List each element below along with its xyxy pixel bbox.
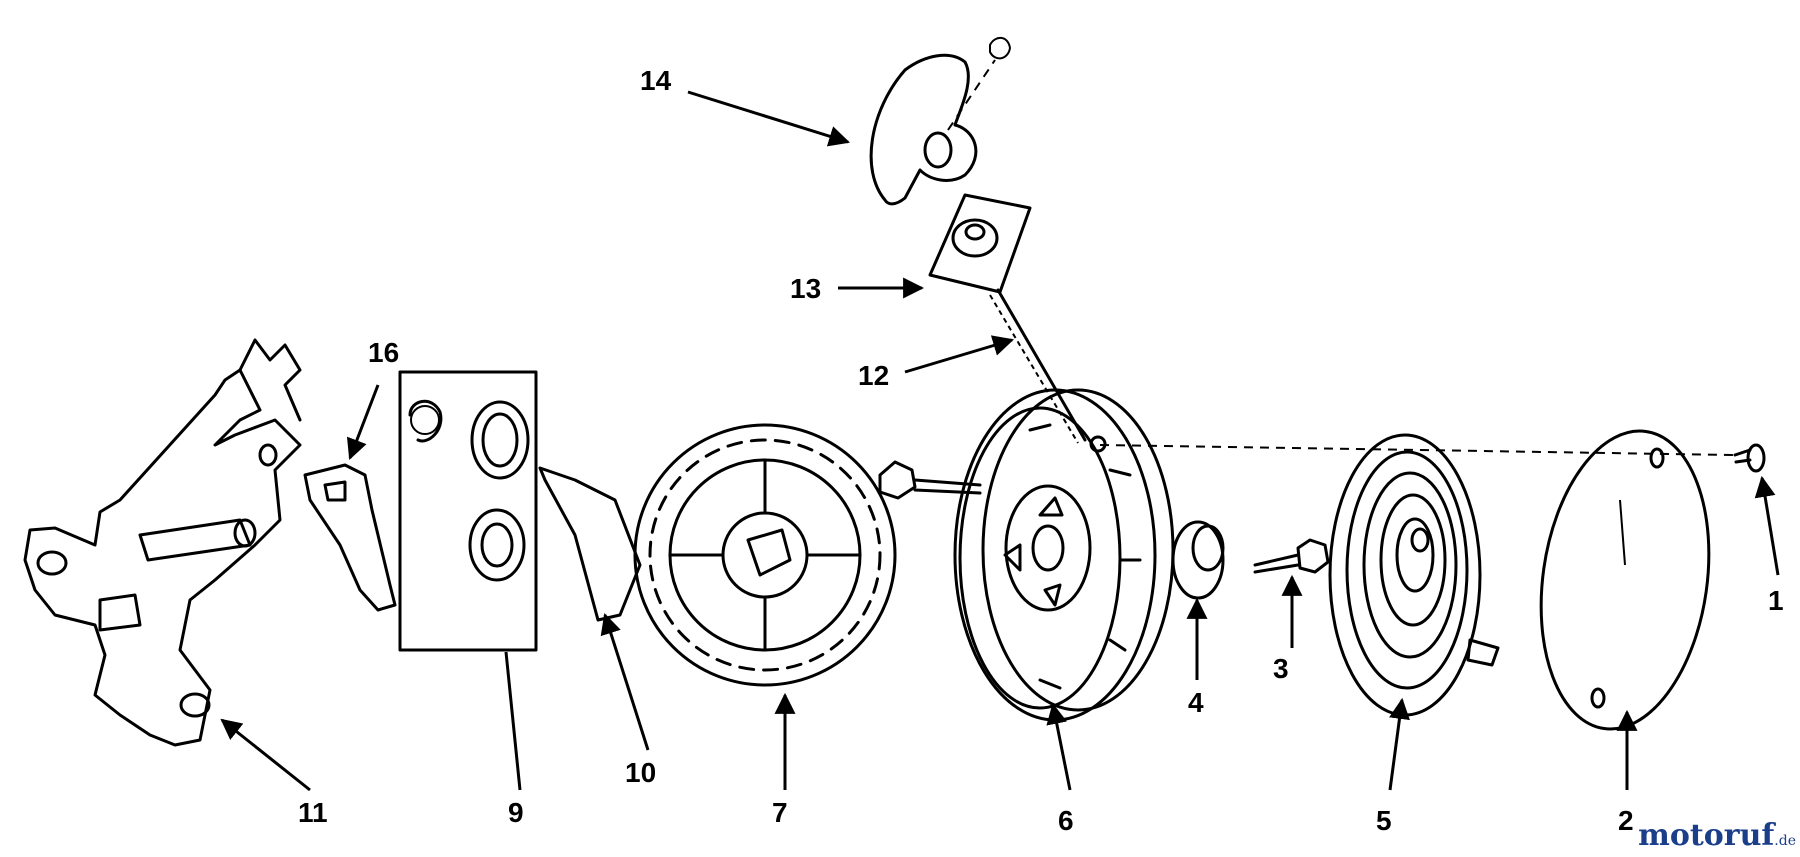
callout-11: 11 [298, 797, 328, 828]
leader-lines [220, 90, 1780, 792]
leader-9 [504, 651, 522, 791]
callout-5: 5 [1376, 805, 1392, 836]
part-5-recoil-spring [1328, 433, 1500, 717]
callout-10: 10 [625, 757, 656, 788]
callout-2: 2 [1618, 805, 1634, 836]
part-4-bushing [1171, 520, 1225, 600]
leader-5 [1388, 697, 1410, 791]
part-14-handle [869, 36, 1012, 206]
part-7-gear [633, 423, 897, 687]
leader-11 [220, 718, 311, 792]
leader-10 [600, 612, 650, 751]
callout-9: 9 [508, 797, 524, 828]
callout-16: 16 [368, 337, 399, 368]
watermark-logo: motoruf.de [1638, 818, 1796, 853]
callout-6: 6 [1058, 805, 1074, 836]
leader-6 [1046, 702, 1072, 791]
part-13-plate [928, 193, 1032, 294]
part-2-cover [1539, 429, 1711, 731]
leader-12 [904, 335, 1015, 374]
leader-14 [687, 90, 851, 147]
callout-1: 1 [1768, 585, 1784, 616]
leader-16 [346, 384, 380, 460]
part-12-rope [989, 288, 1087, 444]
part-11-bracket [23, 338, 302, 747]
part-3-screw [1253, 538, 1330, 574]
assembly-axis [1099, 444, 1736, 456]
part-16-latch [303, 463, 397, 612]
part-9-kit-box [398, 370, 538, 652]
callout-3: 3 [1273, 653, 1289, 684]
callout-14: 14 [640, 65, 672, 96]
callout-13: 13 [790, 273, 821, 304]
part-6-pulley [953, 388, 1175, 722]
callout-12: 12 [858, 360, 889, 391]
callout-7: 7 [772, 797, 788, 828]
part-10-wire-spring [538, 466, 642, 622]
part-1-screw [1733, 443, 1766, 473]
leader-1 [1754, 475, 1780, 576]
watermark-brand: motoruf [1638, 818, 1775, 853]
watermark-tld: .de [1774, 833, 1796, 849]
callout-4: 4 [1188, 687, 1204, 718]
callout-labels: 1 2 3 4 5 6 7 9 10 11 12 13 14 16 [298, 65, 1784, 836]
